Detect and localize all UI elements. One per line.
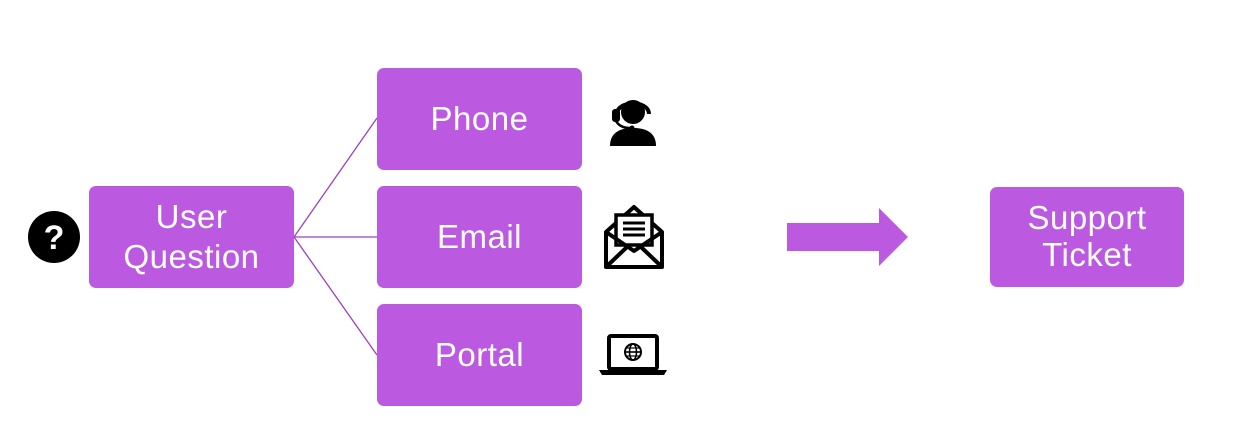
email-node: Email (377, 186, 582, 288)
portal-node: Portal (377, 304, 582, 406)
support-ticket-node: Support Ticket (990, 187, 1184, 287)
right-arrow-icon (787, 208, 908, 266)
user-question-node: User Question (89, 186, 294, 288)
svg-text:?: ? (44, 219, 65, 257)
open-envelope-icon (604, 205, 664, 269)
laptop-globe-icon (599, 334, 667, 375)
question-circle-icon: ? (28, 211, 80, 263)
connector-to-portal (293, 236, 378, 356)
connector-to-phone (293, 117, 378, 238)
phone-node: Phone (377, 68, 582, 170)
portal-label: Portal (434, 336, 525, 374)
support-ticket-label: Support Ticket (1027, 199, 1147, 273)
email-label: Email (436, 218, 523, 256)
user-question-label: User Question (123, 198, 260, 275)
headset-agent-icon (610, 100, 656, 146)
phone-label: Phone (430, 100, 529, 138)
